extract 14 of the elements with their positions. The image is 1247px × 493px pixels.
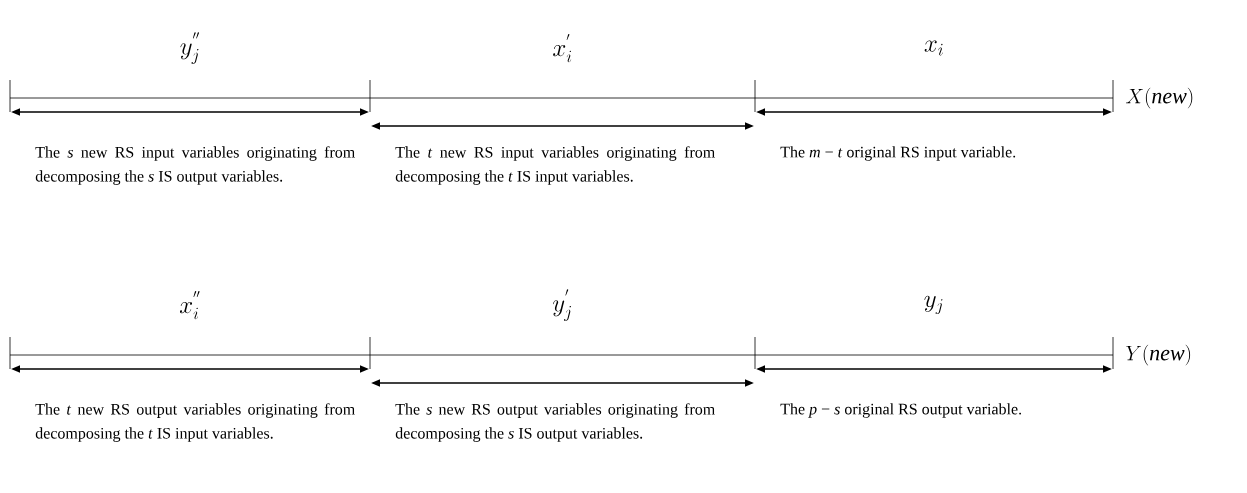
description-text: The m − t original RS input variable. (780, 146, 1016, 161)
variable-symbol: $x_i$ (924, 40, 943, 56)
description-text: The t new RS input variables originating from decomposing the t IS input variables. (395, 146, 715, 185)
axis-name: $Y(\mathit{new})$ (1126, 344, 1191, 366)
description-text: The s new RS output variables originating from decomposing the s IS output variables. (395, 403, 715, 442)
variable-symbol: $x_i^{'}$ (553, 33, 572, 63)
variable-symbol: $x_i^{''}$ (179, 290, 200, 320)
variable-symbol: $y_j^{'}$ (553, 289, 571, 321)
description-text: The t new RS output variables originating from decomposing the t IS input variables. (35, 403, 355, 442)
variable-symbol: $y_j^{''}$ (180, 32, 200, 64)
axis-name: $X(\mathit{new})$ (1126, 87, 1193, 109)
variable-symbol: $y_j$ (924, 295, 943, 315)
description-text: The p − s original RS output variable. (780, 403, 1022, 418)
description-text: The s new RS input variables originating from decomposing the s IS output variables. (35, 146, 355, 185)
